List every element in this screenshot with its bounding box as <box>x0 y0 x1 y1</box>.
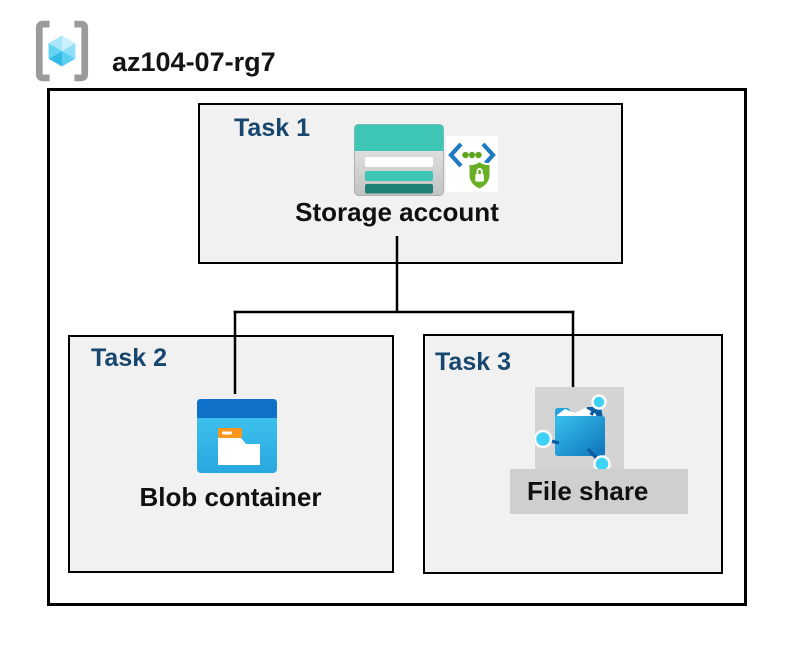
task2-box: Task 2 Blob container <box>68 335 394 573</box>
task2-resource-label: Blob container <box>139 482 322 512</box>
shared-access-signature-icon <box>446 136 498 192</box>
file-share-label-band: File share <box>510 469 688 514</box>
task3-label: Task 3 <box>435 348 511 376</box>
task3-box: Task 3 <box>423 334 723 574</box>
task1-box: Task 1 <box>198 103 623 264</box>
resource-group-name: az104-07-rg7 <box>112 47 276 77</box>
task1-resource-label: Storage account <box>295 197 499 227</box>
storage-account-icon <box>354 124 444 196</box>
file-share-icon <box>535 387 624 472</box>
azure-resource-group-icon <box>35 20 89 82</box>
task1-label: Task 1 <box>234 114 310 142</box>
blob-container-icon <box>197 399 277 473</box>
task3-resource-label: File share <box>527 476 649 506</box>
task2-label: Task 2 <box>91 344 167 372</box>
